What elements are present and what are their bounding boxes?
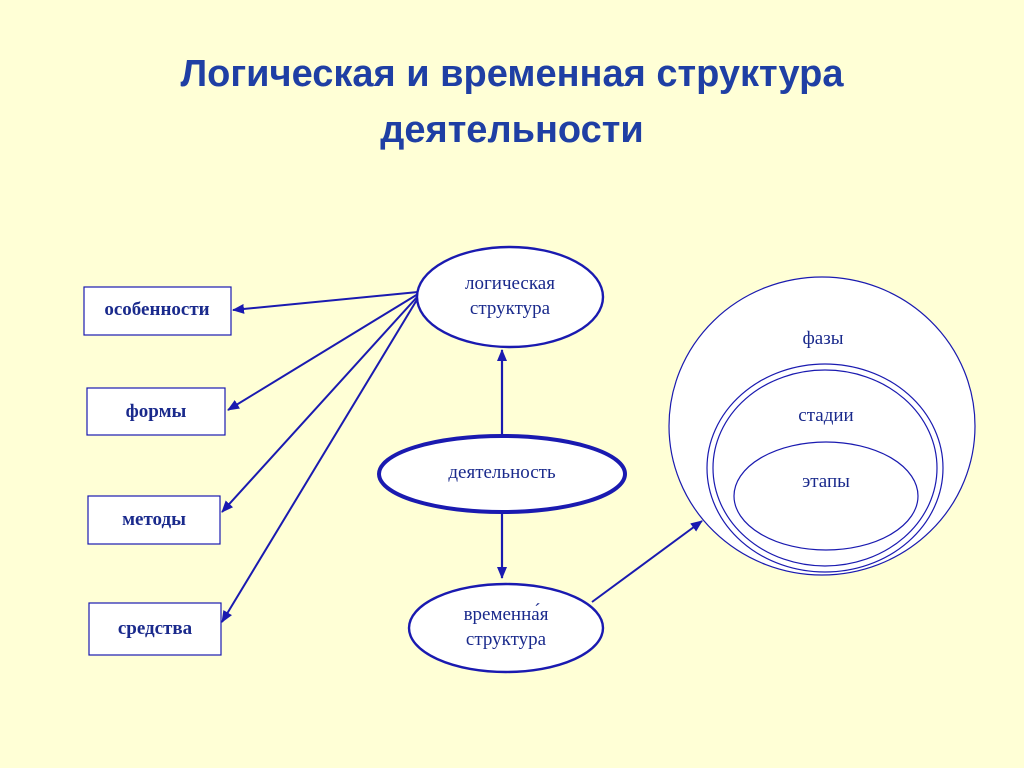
logical-line-1: логическая xyxy=(465,273,555,294)
arrow-temporal-to-phases xyxy=(591,520,703,603)
box-means-label: средства xyxy=(118,618,193,639)
steps-label: этапы xyxy=(802,471,850,492)
node-temporal-structure: временна́я структура xyxy=(407,582,605,674)
box-means: средства xyxy=(88,602,222,656)
box-forms-label: формы xyxy=(126,401,187,422)
box-forms: формы xyxy=(86,387,226,436)
node-logical-structure: логическая структура xyxy=(415,245,605,349)
page-title: Логическая и временная структура деятель… xyxy=(0,46,1024,158)
arrow-to-means xyxy=(221,297,419,623)
arrow-to-methods xyxy=(221,295,419,513)
steps-circle: этапы xyxy=(733,441,919,551)
box-methods: методы xyxy=(87,495,221,545)
box-methods-label: методы xyxy=(122,509,186,530)
title-line-1: Логическая и временная структура xyxy=(180,53,844,95)
phases-label: фазы xyxy=(802,328,843,349)
arrow-to-forms xyxy=(227,293,419,411)
node-activity: деятельность xyxy=(377,434,627,514)
box-features-label: особенности xyxy=(104,299,209,320)
logical-line-2: структура xyxy=(470,298,551,319)
activity-label: деятельность xyxy=(448,462,556,483)
title-line-2: деятельности xyxy=(380,109,644,151)
arrow-to-features xyxy=(232,291,419,314)
temporal-line-2: структура xyxy=(466,629,547,650)
temporal-line-1: временна́я xyxy=(464,603,549,625)
stages-label: стадии xyxy=(798,405,853,426)
box-features: особенности xyxy=(83,286,232,336)
